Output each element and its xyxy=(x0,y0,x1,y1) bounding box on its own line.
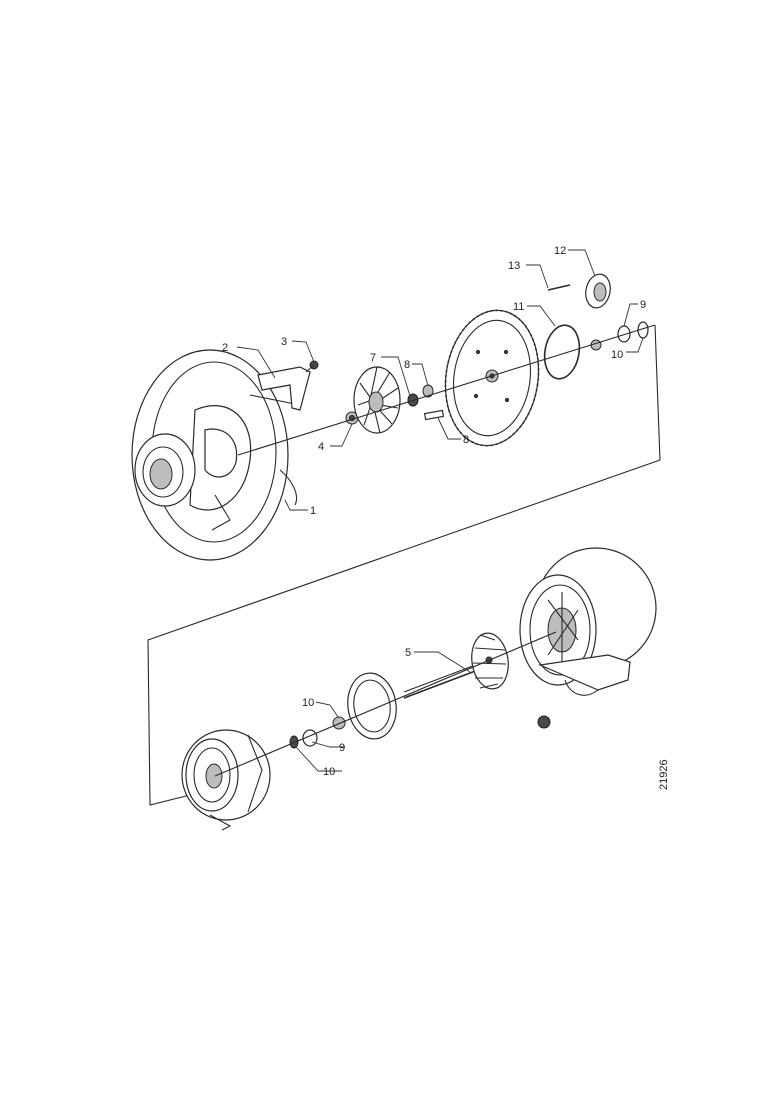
label-part-10-mid: 10 xyxy=(302,697,314,709)
lower-nut xyxy=(537,715,551,729)
leader-lines xyxy=(236,249,644,772)
seal-part xyxy=(585,273,611,309)
label-part-7: 7 xyxy=(370,352,376,364)
turbine-housing xyxy=(519,547,657,696)
screw-part xyxy=(305,360,319,373)
assembly-axis-lower xyxy=(214,631,557,777)
washer-part xyxy=(407,384,434,407)
label-part-5: 5 xyxy=(405,647,411,659)
label-part-13: 13 xyxy=(508,260,520,272)
label-part-3: 3 xyxy=(281,336,287,348)
compressor-housing xyxy=(131,349,301,561)
backplate xyxy=(444,309,540,447)
label-part-10-lower: 10 xyxy=(323,766,335,778)
assembly-axis-upper xyxy=(237,324,656,456)
bracket-part xyxy=(257,366,311,411)
label-part-8-upper: 8 xyxy=(404,359,410,371)
label-part-9-lower: 9 xyxy=(339,742,345,754)
label-part-11: 11 xyxy=(513,301,524,313)
compressor-wheel xyxy=(353,366,401,434)
o-ring xyxy=(543,324,581,380)
bolt-part xyxy=(423,409,445,421)
bearing-housing xyxy=(347,672,397,740)
pin-part xyxy=(547,284,571,291)
turbine-shaft xyxy=(403,632,509,699)
part-labels: 2 3 4 7 8 8 1 11 12 13 9 10 5 10 9 10 21… xyxy=(222,245,670,790)
label-part-12: 12 xyxy=(554,245,566,257)
label-part-8-lower: 8 xyxy=(463,434,469,446)
label-part-10-upper: 10 xyxy=(611,349,623,361)
label-part-9-upper: 9 xyxy=(640,299,646,311)
label-part-2: 2 xyxy=(222,342,228,354)
assembly-link-line xyxy=(147,324,661,806)
label-part-4: 4 xyxy=(318,441,324,453)
label-part-1: 1 xyxy=(310,505,316,517)
compressor-cover-lower xyxy=(181,729,271,831)
figure-number: 21926 xyxy=(658,759,670,790)
